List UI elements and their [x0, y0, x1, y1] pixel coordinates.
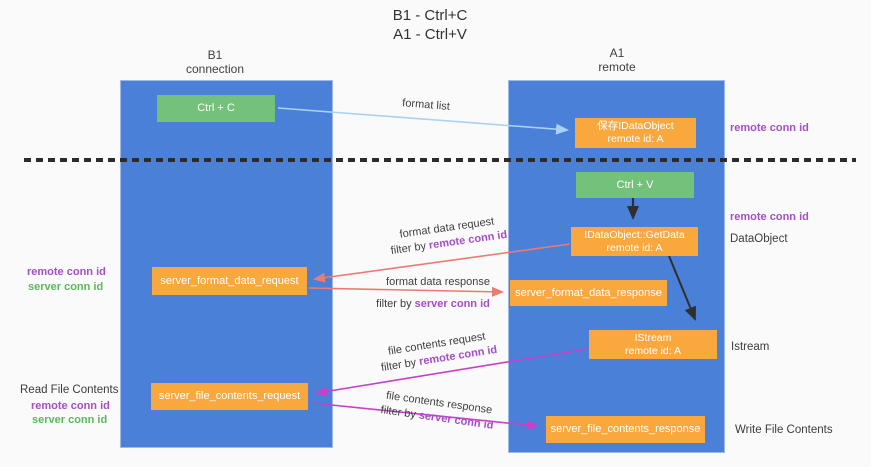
server-format-data-response-label: server_format_data_response	[515, 286, 662, 299]
server-file-contents-response-label: server_file_contents_response	[550, 423, 701, 435]
format-data-response-label: format data response	[386, 276, 490, 288]
server-file-contents-response-box: server_file_contents_response	[546, 416, 705, 443]
title-line-2: A1 - Ctrl+V	[393, 26, 467, 43]
server-file-contents-request-box: server_file_contents_request	[151, 383, 308, 410]
server-format-data-response-box: server_format_data_response	[510, 280, 667, 306]
ctrl-c-box: Ctrl + C	[157, 95, 275, 122]
diagram-title: B1 - Ctrl+C A1 - Ctrl+V	[0, 6, 860, 44]
format-data-request-label: format data request filter by remote con…	[377, 211, 520, 260]
istream-box: IStream remote id: A	[589, 330, 717, 359]
annotation-dataobject: DataObject	[730, 233, 788, 245]
server-format-data-request-box: server_format_data_request	[152, 267, 307, 295]
lane-b1-name: B1	[207, 48, 223, 62]
annotation-istream: Istream	[731, 341, 770, 353]
getdata-box: IDataObject::GetData remote id: A	[571, 227, 698, 256]
saved-idataobject-line2: remote id: A	[607, 133, 664, 145]
title-line-1: B1 - Ctrl+C	[392, 7, 468, 24]
annotation-format-remote-conn-id: remote conn id	[27, 266, 106, 278]
getdata-line1: IDataObject::GetData	[584, 228, 685, 241]
ctrl-v-box: Ctrl + V	[576, 172, 694, 198]
getdata-line2: remote id: A	[606, 241, 663, 254]
lane-a1-role: remote	[598, 60, 636, 74]
lane-header-b1: B1 connection	[165, 48, 265, 76]
lane-a1-name: A1	[609, 46, 625, 60]
dashed-divider	[24, 158, 856, 162]
annotation-read-file-contents: Read File Contents	[20, 384, 119, 396]
file-contents-request-label: file contents request filter by remote c…	[370, 327, 505, 377]
annotation-remote-conn-id-mid: remote conn id	[730, 211, 809, 223]
format-list-label: format list	[401, 97, 451, 113]
lane-header-a1: A1 remote	[567, 46, 667, 74]
istream-line2: remote id: A	[624, 344, 682, 357]
annotation-remote-conn-id-top: remote conn id	[730, 122, 809, 134]
filter-by-text: filter by	[390, 239, 430, 258]
saved-idataobject-line1: 保存IDataObject	[597, 120, 674, 132]
server-file-contents-request-label: server_file_contents_request	[158, 390, 301, 402]
ctrl-c-label: Ctrl + C	[197, 102, 235, 114]
annotation-file-server-conn-id: server conn id	[32, 414, 108, 426]
filter-by-text: filter by	[376, 298, 415, 310]
lane-b1-role: connection	[185, 62, 245, 76]
istream-line1: IStream	[634, 331, 672, 344]
filter-by-text: filter by	[379, 404, 420, 422]
format-data-response-filter: filter by server conn id	[374, 297, 492, 312]
annotation-format-server-conn-id: server conn id	[28, 281, 104, 293]
filter-key-text: server conn id	[414, 298, 490, 310]
annotation-write-file-contents: Write File Contents	[735, 424, 833, 436]
server-format-data-request-label: server_format_data_request	[160, 274, 299, 287]
ctrl-v-label: Ctrl + V	[616, 178, 654, 191]
annotation-file-remote-conn-id: remote conn id	[31, 400, 110, 412]
saved-idataobject-box: 保存IDataObject remote id: A	[575, 118, 696, 148]
file-contents-response-label: file contents response filter by server …	[371, 387, 506, 435]
